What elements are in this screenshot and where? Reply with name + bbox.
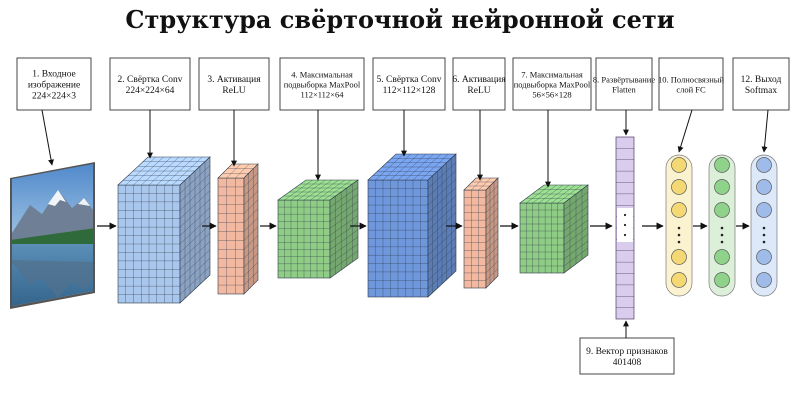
label-vector-text-1: 9. Вектор признаков: [586, 347, 668, 357]
label-conv2-text-2: 112×112×128: [383, 86, 436, 96]
label-pool1-text-3: 112×112×64: [301, 90, 345, 100]
label-act1-text-2: ReLU: [222, 86, 245, 96]
label-pool2-text-1: 7. Максимальная: [521, 70, 583, 80]
pool2-block: [519, 184, 589, 274]
pool1-block: [277, 179, 359, 279]
label-act1-text-1: 3. Активация: [207, 75, 261, 85]
label-input-text-3: 224×224×3: [32, 92, 76, 102]
mountain-lake-photo-icon: [12, 164, 93, 306]
input-image: [10, 162, 95, 309]
fc1-layer: [665, 154, 693, 297]
layers: [117, 136, 778, 320]
label-output-pointer: [761, 109, 769, 153]
label-output-text-1: 12. Выход: [741, 75, 782, 85]
label-input-text-1: 1. Входное: [32, 70, 76, 80]
label-conv1-text-2: 224×224×64: [126, 86, 175, 96]
label-fc-pointer: [677, 109, 693, 153]
label-pool1-text-2: подвыборка MaxPool: [284, 80, 361, 90]
flatten-vector: [615, 136, 635, 320]
label-flatten-text-2: Flatten: [612, 85, 636, 95]
output-layer: [750, 154, 778, 297]
conv2-block: [367, 153, 457, 298]
label-vector-text-2: 401408: [613, 358, 642, 368]
relu1-block: [217, 163, 259, 295]
label-conv1-text-1: 2. Свёртка Conv: [118, 75, 183, 85]
conv1-block: [117, 156, 211, 304]
label-pool2-text-3: 56×56×128: [532, 90, 571, 100]
label-pool1-text-1: 4. Максимальная: [291, 70, 353, 80]
label-conv2-text-1: 5. Свёртка Conv: [377, 75, 442, 85]
relu2-block: [463, 177, 499, 289]
label-act2-text-1: 6. Активация: [452, 75, 506, 85]
label-flatten-text-1: 8. Развёртывание: [593, 75, 655, 85]
label-input-pointer: [41, 109, 54, 166]
label-fc-text-1: 10. Полносвязный: [658, 75, 724, 85]
label-act2-text-2: ReLU: [467, 86, 490, 96]
label-pool2-text-2: подвыборка MaxPool: [514, 80, 591, 90]
label-fc-text-2: слой FC: [676, 85, 706, 95]
label-output-text-2: Softmax: [745, 85, 777, 96]
label-input-text-2: изображение: [28, 80, 80, 91]
page-title: Структура свёрточной нейронной сети: [125, 5, 674, 34]
fc2-layer: [708, 154, 736, 297]
